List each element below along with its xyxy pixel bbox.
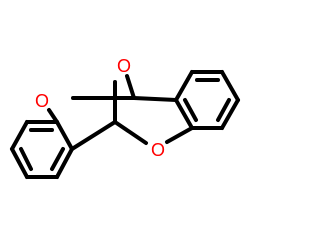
bond	[55, 147, 74, 179]
right-benzene-ring	[174, 70, 240, 130]
bond	[55, 120, 74, 151]
bond	[220, 98, 240, 130]
bond	[132, 96, 178, 102]
bond	[125, 74, 136, 100]
oxygen-atom-bridge: O	[117, 56, 131, 76]
chemical-structure-diagram: O O O	[10, 56, 240, 179]
left-benzene-ring	[10, 120, 74, 179]
bond	[165, 126, 194, 144]
double-bond-inner	[50, 147, 65, 171]
bond	[70, 120, 117, 151]
bond	[220, 70, 240, 102]
double-bond-inner	[216, 98, 231, 122]
bond	[174, 70, 194, 102]
oxygen-atom-left: O	[35, 91, 49, 111]
bond	[10, 120, 29, 151]
bridge-bonds	[47, 74, 194, 151]
bond	[113, 120, 148, 145]
oxygen-atom-right: O	[151, 140, 165, 160]
double-bond-inner	[183, 98, 198, 122]
double-bond-inner	[19, 147, 33, 171]
bond	[10, 147, 29, 179]
bond	[47, 108, 59, 124]
bond	[174, 98, 194, 130]
